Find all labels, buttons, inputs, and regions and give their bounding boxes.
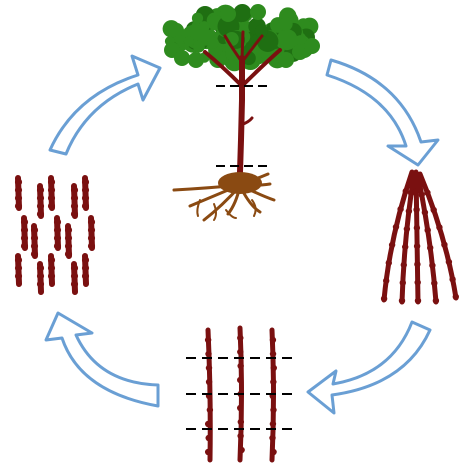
stem-cutting bbox=[53, 215, 62, 251]
stem-cuttings-grid-icon bbox=[14, 175, 96, 295]
stem-cutting bbox=[36, 261, 45, 295]
stem-cutting bbox=[87, 215, 96, 251]
cycle-arrow-bottom-right bbox=[306, 320, 432, 415]
root-collar bbox=[218, 172, 262, 194]
stem-cutting bbox=[14, 175, 23, 211]
stem-cutting bbox=[47, 175, 56, 211]
stem-cutting bbox=[47, 253, 56, 287]
cycle-arrow-top-left bbox=[48, 54, 162, 156]
stem-cutting bbox=[14, 253, 23, 287]
stem-cutting bbox=[70, 183, 79, 219]
stem-cutting bbox=[20, 215, 29, 251]
stems-with-cut-lines-icon bbox=[186, 325, 294, 463]
cycle-arrow-top-right bbox=[325, 58, 440, 167]
stem-cutting bbox=[30, 223, 39, 259]
tree-trunk bbox=[203, 30, 282, 175]
stem-cutting bbox=[36, 183, 45, 219]
stem-cutting bbox=[64, 223, 73, 259]
leaning-stems-bundle-icon bbox=[380, 169, 459, 305]
stem-cutting bbox=[81, 175, 90, 211]
cycle-arrow-bottom-left bbox=[44, 311, 160, 408]
stem-cutting bbox=[70, 261, 79, 295]
cycle-arrows bbox=[44, 54, 440, 415]
tree-with-roots-icon bbox=[162, 4, 320, 222]
stem-cutting bbox=[81, 253, 90, 287]
